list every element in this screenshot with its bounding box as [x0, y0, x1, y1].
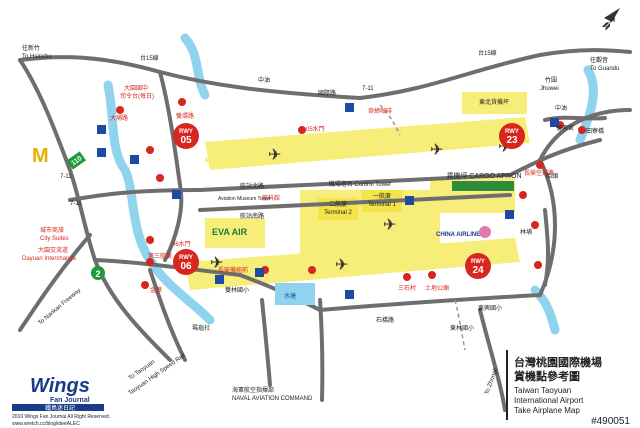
svg-text:✈: ✈: [335, 255, 348, 274]
interchange-zh: 大園交流道: [38, 246, 68, 254]
rwy06-number: 06: [180, 261, 192, 272]
svg-text:✈: ✈: [430, 140, 443, 159]
title-en-2: International Airport: [514, 396, 584, 405]
shuanglin-school: 雙林國小: [225, 286, 249, 294]
water-pond: [275, 283, 315, 305]
sanshi-village: 三石村: [398, 284, 416, 292]
museum-en: Aviation Museum Tower: [218, 196, 271, 202]
qidi-cafe: 奇締咖啡: [368, 107, 392, 115]
cargo-apron-bar: [452, 181, 514, 191]
zhongyou-east: 中油: [555, 104, 567, 112]
gate05-label: 05水門: [306, 125, 325, 133]
rwy24-number: 24: [472, 265, 484, 276]
terminal2-zh: 二航廈: [329, 200, 347, 208]
road-7-11-mid: 7-11: [70, 201, 82, 207]
jinye-label: 金葉: [150, 286, 162, 294]
fuxing-temple: 復興宮: [556, 124, 574, 132]
brand-url: www.wretch.cc/blog/ideeALEC: [12, 421, 80, 427]
cargo-apron: 貨機坪 CARGO APRON: [446, 171, 521, 180]
airfield: [185, 92, 530, 290]
svg-text:✈: ✈: [383, 215, 396, 234]
dapu-road: 大埔路: [110, 114, 128, 122]
shiqiao-road: 石橋路: [376, 316, 394, 324]
terminal-south-road: 航站南路: [240, 212, 264, 220]
mcdonalds-icon: M: [32, 145, 49, 167]
freeway-shields: [66, 151, 105, 280]
watermark: #490051: [591, 416, 630, 427]
svg-text:✈: ✈: [210, 253, 223, 272]
shuanghuan-road: 雙環路: [176, 112, 194, 120]
tianliao-bridge: 田寮橋: [586, 127, 604, 135]
city-suites-zh: 城市商旅: [40, 226, 64, 234]
tai15-label: 台15線: [140, 54, 159, 62]
water-label: 水塘: [284, 292, 296, 300]
freeway-2-label: 2: [95, 269, 100, 279]
title-en-1: Taiwan Taoyuan: [514, 386, 571, 395]
roads-dashed: [379, 104, 466, 351]
naval-command-zh: 海軍航空指揮部: [232, 386, 274, 394]
roads: [18, 48, 632, 412]
road-7-11-left: 7-11: [60, 174, 72, 180]
dayuan-school: 大園國中: [124, 84, 148, 92]
title-en-3: Take Airplane Map: [514, 406, 580, 415]
airplane-icons: ✈ ✈ ✈ ✈ ✈ ✈ ➶: [210, 11, 618, 274]
chuantou-label: 船頭: [546, 172, 558, 180]
brand-sub-en: Fan Journal: [50, 397, 90, 404]
jhuwei-en: Jhuwei: [540, 86, 559, 92]
brand-bar: [12, 404, 104, 411]
changrong-road: 長榮空運路: [524, 169, 554, 177]
qinfu-label: 瑪瑙社: [192, 324, 210, 332]
rwy23-label: RWY: [505, 129, 519, 135]
city-suites-en: City Suites: [40, 236, 69, 242]
jhuwei-zh: 竹圍: [545, 76, 557, 84]
road-7-11-top: 7-11: [362, 86, 374, 92]
dongguo-school: 東興國小: [478, 304, 502, 312]
third-terminal: 第三航廈: [148, 252, 172, 260]
runway-badges: [173, 123, 525, 279]
rwy24-label: RWY: [471, 259, 485, 265]
gate06-label: 06水門: [172, 240, 191, 248]
to-guandu-en: To Guandu: [590, 66, 619, 72]
rwy05-label: RWY: [179, 129, 193, 135]
donglin-school: 東林國小: [450, 324, 474, 332]
zhongyou-north: 中油: [258, 76, 270, 84]
to-guandu-zh: 往觀音: [590, 56, 608, 64]
control-tower: 機場塔台 Control Tower: [329, 180, 392, 188]
title-divider: [506, 350, 508, 420]
tai15b-label: 台15線: [478, 49, 497, 57]
title-zh-1: 台灣桃園國際機場: [514, 355, 602, 369]
copyright: 2010 Wings Fan Journal All Right Reserve…: [12, 414, 110, 420]
ne-cargo-apron: 東北貨機坪: [479, 98, 509, 106]
rwy23-number: 23: [506, 135, 518, 146]
to-hsinchu-en: To Hsinchu: [22, 54, 52, 60]
guoji-road: 國際路: [318, 89, 336, 97]
dayuan-school-sub: 司令台(每日): [120, 92, 154, 100]
rwy05-number: 05: [180, 135, 192, 146]
to-hsinchu-zh: 往新竹: [22, 44, 40, 52]
linpu-label: 林埔: [520, 228, 532, 236]
tudigong-temple: 土地公廟: [425, 284, 449, 292]
svg-text:✈: ✈: [268, 145, 281, 164]
terminal2-en: Terminal 2: [324, 210, 352, 216]
north-arrow-icon: [604, 8, 620, 22]
china-airlines-logo: CHINA AIRLINES: [436, 232, 484, 238]
rwy06-label: RWY: [179, 255, 193, 261]
brand-sub-zh: 鐵鳥迷日記: [45, 404, 75, 412]
title-zh-2: 賞機點參考圖: [514, 369, 580, 383]
eva-air-logo: EVA AIR: [212, 227, 248, 237]
interchange-en: Dayuan Interchange: [22, 256, 77, 262]
museum-zh: 航科館: [262, 194, 280, 202]
naval-command-en: NAVAL AVIATION COMMAND: [232, 396, 313, 402]
changrong-crew: 長榮機組前: [218, 266, 248, 274]
wings-logo: Wings: [30, 375, 90, 397]
parking-icons: [97, 103, 559, 299]
china-airlines-plum-icon: [479, 226, 491, 238]
terminal1-en: Terminal 1: [368, 202, 396, 208]
terminal1-zh: 一航廈: [373, 192, 391, 200]
terminal-north-road: 航站北路: [240, 182, 264, 190]
